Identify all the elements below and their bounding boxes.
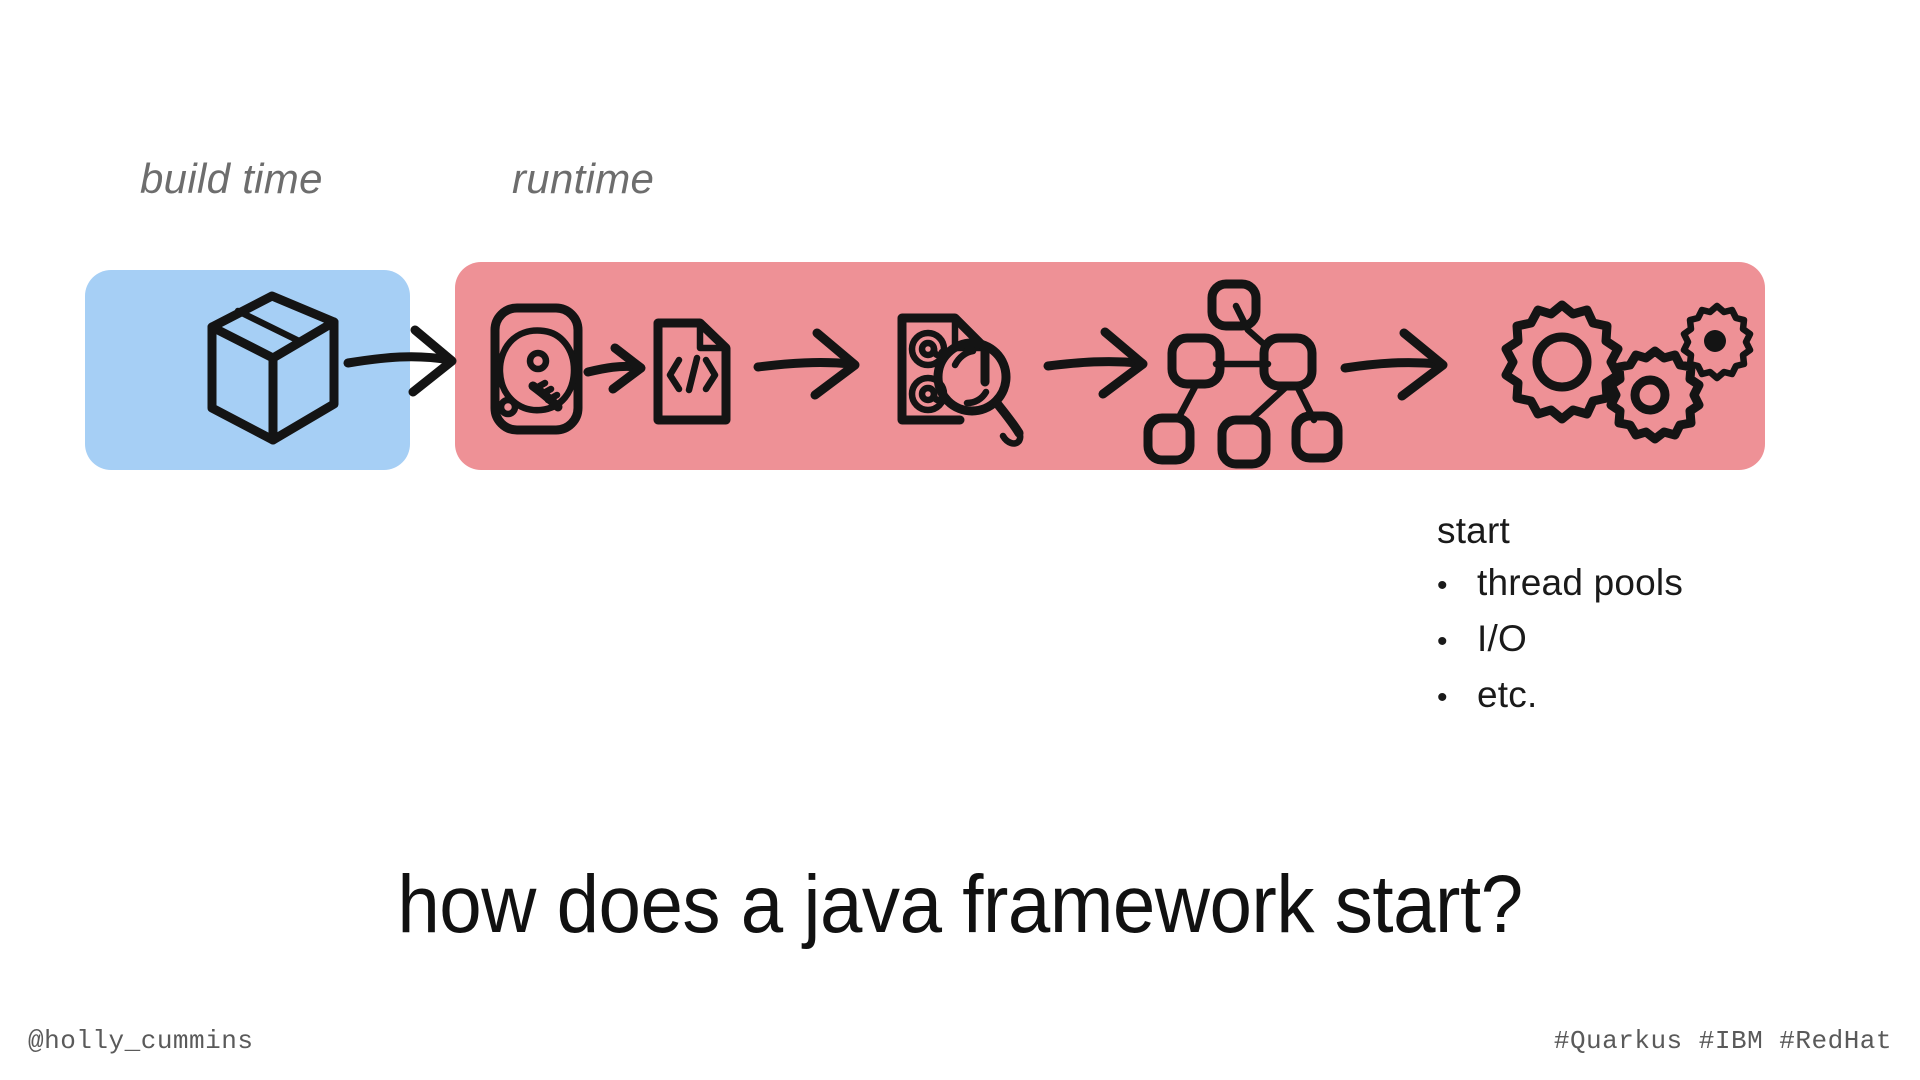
bullet-icon: • xyxy=(1437,624,1448,658)
phase-label-build-time: build time xyxy=(140,155,323,202)
list-item-label: I/O xyxy=(1477,617,1527,659)
phase-label-runtime: runtime xyxy=(512,155,655,202)
start-panel-list: • thread pools • I/O • etc. xyxy=(1437,560,1683,718)
footer-hashtags: #Quarkus #IBM #RedHat xyxy=(1553,1026,1892,1056)
footer-handle: @holly_cummins xyxy=(28,1026,254,1056)
bullet-icon: • xyxy=(1437,568,1448,602)
list-item: • etc. xyxy=(1437,672,1683,718)
build-time-box xyxy=(85,270,410,470)
list-item: • thread pools xyxy=(1437,560,1683,606)
start-panel: start • thread pools • I/O • etc. xyxy=(1437,508,1683,728)
list-item-label: etc. xyxy=(1477,673,1538,715)
bullet-icon: • xyxy=(1437,680,1448,714)
runtime-box xyxy=(455,262,1765,470)
slide-headline: how does a java framework start? xyxy=(397,859,1523,950)
list-item: • I/O xyxy=(1437,616,1683,662)
start-panel-title: start xyxy=(1437,510,1510,551)
list-item-label: thread pools xyxy=(1477,561,1684,603)
